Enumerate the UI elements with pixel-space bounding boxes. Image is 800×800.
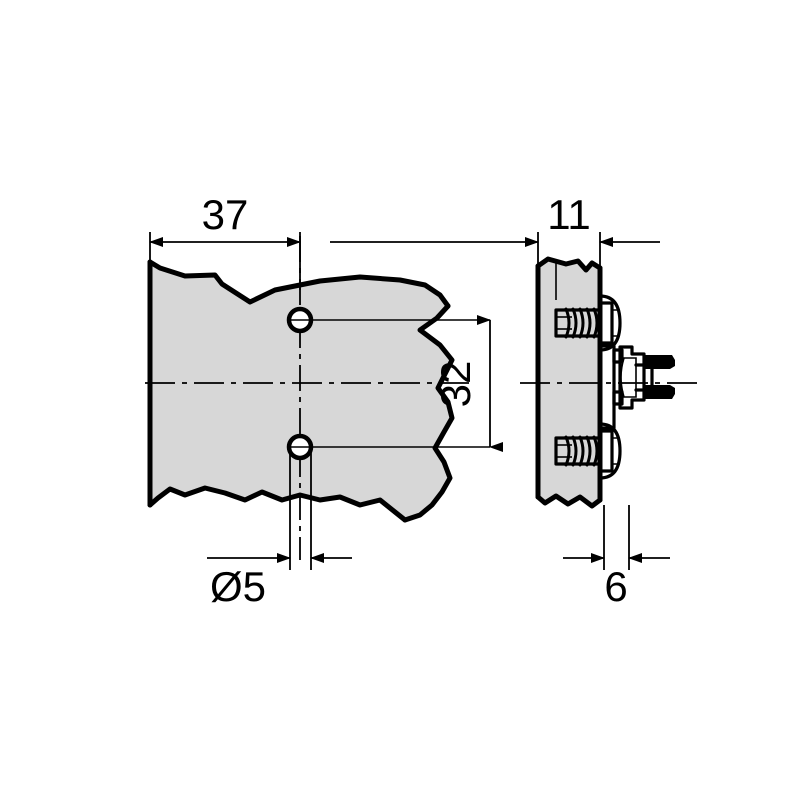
dimension-depth-11: 11 [330,191,660,270]
lower-spring-screw [554,422,622,480]
upper-screw-shank-outline [554,308,602,338]
upper-screw-head-slot [612,309,620,337]
dimension-height-32: 32 [432,315,503,452]
clip-lower-locking-arm [644,385,675,399]
dim-6-label: 6 [604,563,627,610]
front-view-bottom-break-line [147,485,408,523]
hinge-clip-mechanism [598,344,675,430]
front-view-body-fill [150,262,452,520]
dimension-width-37: 37 [149,191,301,290]
dimension-offset-6: 6 [563,505,670,610]
lower-screw-head [598,429,614,473]
dim-d5-label: Ø5 [210,563,266,610]
front-view [145,236,490,560]
upper-screw-collar [598,294,622,352]
clip-upper-tab [612,348,624,364]
lower-screw-collar [598,422,622,480]
clip-backing-bar [598,344,616,430]
dim-11-label: 11 [547,191,591,238]
dimension-hole-diameter: Ø5 [207,447,352,610]
upper-spring-screw [554,294,622,352]
upper-hole [286,306,314,334]
lower-screw-thread-coils [564,435,599,467]
front-view-right-break-line [402,303,455,523]
clip-upper-locking-arm [644,355,675,369]
side-view [520,256,700,509]
upper-screw-head [598,301,614,345]
dim-37-label: 37 [202,191,249,238]
side-view-top-break-line [535,256,603,273]
lower-screw-shank-outline [554,436,602,466]
upper-screw-thread-coils [564,307,599,339]
lower-screw-head-slot [612,437,620,465]
clip-lower-tab [612,390,624,406]
side-view-bottom-break-line [535,493,603,509]
clip-body [618,345,646,410]
dim-32-label: 32 [432,361,479,408]
front-view-top-break-line [147,259,451,309]
clip-inner-cam-slot [620,357,637,398]
lower-hole [286,433,314,461]
clip-mid-stub [634,363,654,392]
